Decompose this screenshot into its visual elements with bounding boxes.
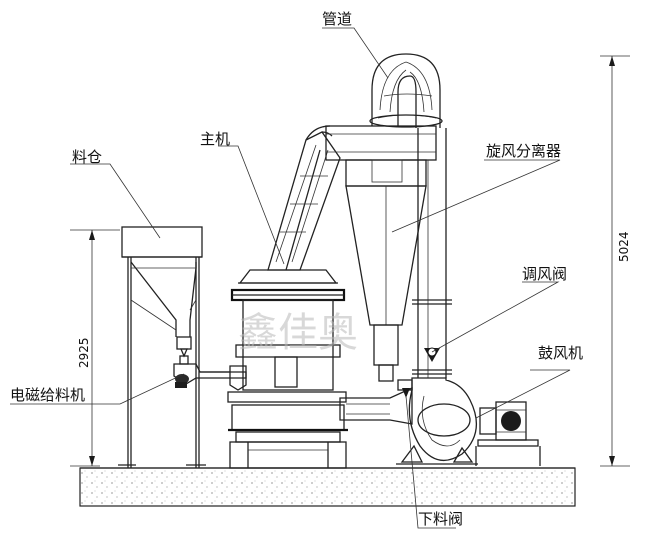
dimension-total-value: 5024: [617, 231, 631, 262]
label-pipe: 管道: [322, 10, 352, 28]
foundation: [79, 467, 576, 507]
return-duct: [339, 386, 413, 425]
label-blower: 鼓风机: [538, 344, 583, 362]
electromagnetic-feeder: [173, 363, 247, 391]
watermark: 鑫佳奥: [238, 310, 358, 356]
inclined-duct: [267, 125, 341, 271]
top-duct: [325, 125, 437, 161]
label-cyclone: 旋风分离器: [486, 142, 561, 160]
label-feeder: 电磁给料机: [10, 386, 85, 404]
leader-lines: [10, 27, 571, 529]
return-pipe: [412, 128, 452, 378]
dimension-total: [600, 55, 630, 467]
label-air-valve: 调风阀: [522, 265, 567, 283]
label-discharge-valve: 下料阀: [418, 510, 463, 528]
label-main-machine: 主机: [200, 130, 230, 148]
dimension-hopper-value: 2925: [77, 337, 91, 368]
dimension-hopper: [70, 229, 120, 467]
label-hopper: 料仓: [72, 148, 102, 166]
discharge-valve-body: [397, 379, 413, 398]
arched-pipe: [369, 53, 443, 128]
hopper: [118, 226, 206, 468]
blower: [396, 377, 541, 466]
cyclone-separator: [345, 159, 427, 382]
main-machine: [227, 269, 348, 469]
